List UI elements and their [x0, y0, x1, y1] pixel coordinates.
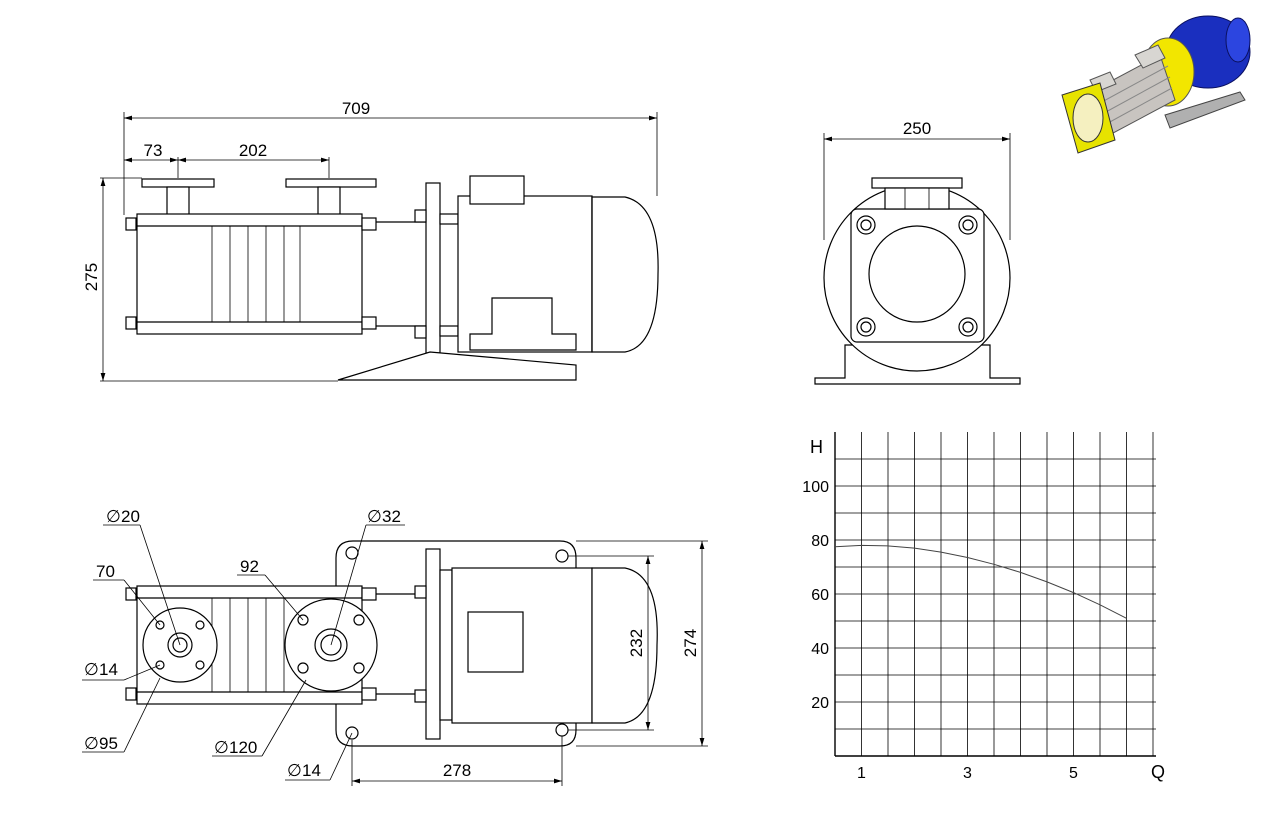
dim-height: 275: [82, 263, 101, 291]
dim-base-width: 232: [627, 629, 646, 657]
y-tick-label: 20: [811, 695, 829, 712]
top-view: ∅ 20 ∅ 32 70 92 ∅ 14 ∅ 95 ∅ 120 ∅ 14 278: [82, 507, 708, 786]
dim-flange-spacing: 92: [240, 557, 259, 576]
chart-grid: [835, 432, 1156, 756]
x-tick-label: 5: [1069, 765, 1078, 782]
front-view: 250: [814, 119, 1021, 385]
dim-d-small-hole: 20: [121, 507, 140, 526]
x-tick-label: 3: [963, 765, 972, 782]
dim-base-width-overall: 274: [681, 629, 700, 657]
performance-chart: H Q 20 40 60 80 100 1 3 5: [802, 432, 1165, 782]
dim-bolt-hole: 14: [99, 660, 118, 679]
chart-ticks: 20 40 60 80 100 1 3 5: [802, 479, 1078, 782]
y-tick-label: 60: [811, 587, 829, 604]
chart-y-label: H: [810, 437, 823, 457]
pump-3d-render: [1061, 15, 1251, 154]
dim-port-spacing: 202: [239, 141, 267, 160]
x-tick-label: 1: [857, 765, 866, 782]
dim-d-large-hole: 32: [382, 507, 401, 526]
sym-flange-large-od: ∅: [214, 738, 229, 757]
dim-port-offset: 73: [144, 141, 163, 160]
dim-width: 250: [903, 119, 931, 138]
dim-flange-large-od: 120: [229, 738, 257, 757]
dim-bolt-circle: 70: [96, 562, 115, 581]
chart-x-label: Q: [1151, 762, 1165, 782]
dim-base-hole: 14: [302, 761, 321, 780]
sym-bolt-hole: ∅: [84, 660, 99, 679]
dim-flange-small-od: 95: [99, 734, 118, 753]
dim-overall-length: 709: [342, 99, 370, 118]
side-view: 709 73 202 275: [82, 99, 659, 382]
y-tick-label: 80: [811, 533, 829, 550]
sym-d-small-hole: ∅: [106, 507, 121, 526]
series-curve: [834, 544, 1127, 619]
y-tick-label: 40: [811, 641, 829, 658]
dim-base-length: 278: [443, 761, 471, 780]
sym-base-hole: ∅: [287, 761, 302, 780]
sym-flange-small-od: ∅: [84, 734, 99, 753]
sym-d-large-hole: ∅: [367, 507, 382, 526]
y-tick-label: 100: [802, 479, 829, 496]
